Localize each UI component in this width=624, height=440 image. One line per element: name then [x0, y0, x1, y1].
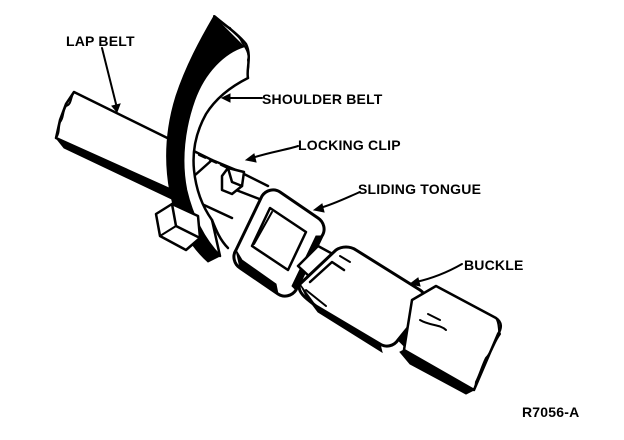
buckle-strap — [399, 284, 502, 395]
label-buckle: BUCKLE — [464, 257, 524, 273]
locking-clip — [220, 166, 246, 196]
label-shoulder-belt: SHOULDER BELT — [262, 91, 383, 107]
label-locking-clip: LOCKING CLIP — [298, 137, 401, 153]
figure-code: R7056-A — [522, 404, 579, 420]
label-sliding-tongue: SLIDING TONGUE — [358, 181, 481, 197]
leader-lines — [101, 47, 463, 287]
lower-clip — [154, 202, 202, 252]
shoulder-belt — [166, 15, 250, 263]
label-lap-belt: LAP BELT — [66, 33, 135, 49]
sliding-tongue — [232, 188, 342, 298]
lap-belt — [54, 90, 270, 220]
